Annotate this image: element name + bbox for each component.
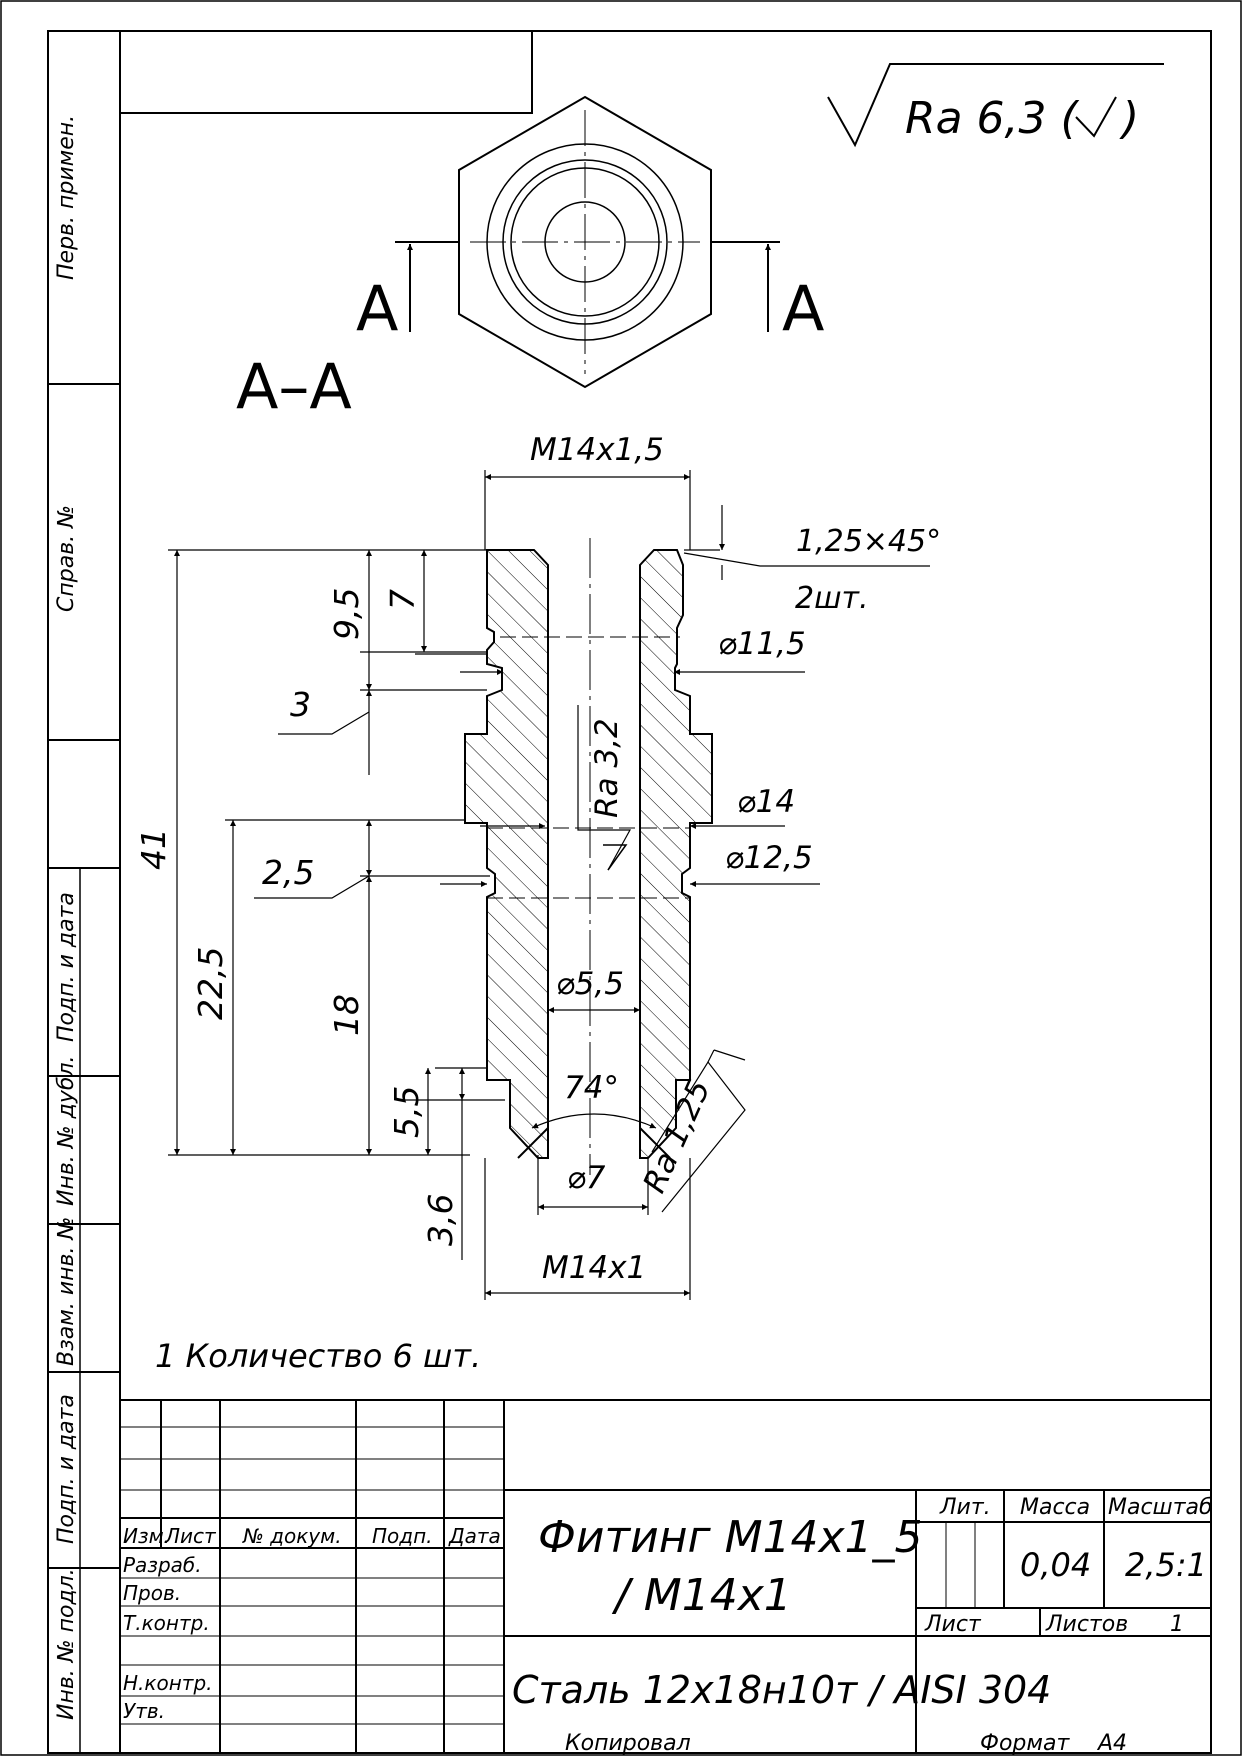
tb-role-nkontr: Н.контр. (123, 1671, 213, 1695)
tb-role-tkontr: Т.контр. (123, 1611, 210, 1635)
dim-l-9-5: 9,5 (327, 588, 366, 640)
dim-ra-bore: Ra 3,2 (589, 718, 625, 818)
side-label-vzam-inv: Взам. инв. № (54, 1217, 79, 1366)
quantity-note: 1 Количество 6 шт. (155, 1337, 481, 1375)
dim-l-5-5: 5,5 (387, 1086, 426, 1138)
tb-sheets-label: Листов (1045, 1612, 1128, 1637)
dim-d7: ⌀7 (567, 1160, 606, 1196)
thread-hidden-lines (487, 636, 690, 899)
tb-sheets-value: 1 (1170, 1612, 1184, 1637)
section-left-half (464, 549, 549, 1159)
tb-header-list: Лист (164, 1524, 217, 1548)
dim-d14: ⌀14 (737, 784, 795, 820)
dim-angle: 74° (564, 1070, 619, 1106)
title-block-grid (120, 1399, 1211, 1753)
side-label-inv-dubl: Инв. № дубл. (54, 1055, 79, 1206)
tb-mass-value: 0,04 (1020, 1546, 1091, 1584)
tb-role-prov: Пров. (123, 1581, 181, 1605)
tb-scale-value: 2,5:1 (1125, 1546, 1207, 1584)
dim-thread-bottom: M14x1 (542, 1250, 646, 1286)
tb-lit-label: Лит. (939, 1495, 991, 1520)
footer-format-value: A4 (1096, 1731, 1127, 1756)
general-roughness-text: Ra 6,3 ( (905, 93, 1079, 144)
dim-l-7: 7 (383, 589, 422, 610)
tb-header-doc: № докум. (242, 1524, 342, 1548)
general-roughness-close: ) (1119, 93, 1139, 144)
side-label-sprav-no: Справ. № (54, 505, 79, 612)
tb-header-izm: Изм. (123, 1524, 170, 1548)
tb-header-data: Дата (448, 1524, 501, 1548)
side-label-podp-data-2: Подп. и дата (54, 1394, 79, 1544)
tb-scale-label: Масштаб (1108, 1495, 1213, 1520)
tb-role-utv: Утв. (123, 1699, 165, 1723)
dim-l-2-5: 2,5 (262, 853, 314, 892)
footer-format-label: Формат (980, 1731, 1070, 1756)
dim-d11-5: ⌀11,5 (718, 626, 806, 662)
side-label-perv-primen: Перв. примен. (54, 115, 79, 280)
side-label-inv-podl: Инв. № подл. (54, 1568, 79, 1720)
material: Сталь 12х18н10т / AISI 304 (512, 1668, 1051, 1712)
dim-l-22-5: 22,5 (191, 947, 230, 1020)
dim-d5-5: ⌀5,5 (556, 966, 624, 1002)
side-label-podp-data-1: Подп. и дата (54, 892, 79, 1042)
dim-d12-5: ⌀12,5 (725, 840, 813, 876)
dim-l-3: 3 (290, 685, 311, 724)
section-right-half (639, 549, 713, 1159)
footer-copied: Копировал (565, 1731, 691, 1756)
dim-chamfer: 1,25×45° (796, 524, 941, 559)
tb-sheet-label: Лист (924, 1612, 982, 1637)
dim-l-3-6: 3,6 (421, 1194, 460, 1246)
bore (517, 565, 671, 1159)
part-name-line1: Фитинг М14х1_5 (538, 1512, 923, 1563)
dim-l-18: 18 (327, 994, 366, 1036)
section-mark-right: A (782, 272, 824, 345)
section-title: A–A (236, 350, 352, 423)
tb-header-podp: Подп. (372, 1524, 433, 1548)
tb-role-razrab: Разраб. (123, 1553, 202, 1577)
part-name-line2: / М14х1 (611, 1570, 792, 1621)
dim-thread-top: M14x1,5 (530, 432, 664, 468)
general-roughness-symbol (827, 63, 1164, 148)
dim-chamfer-count: 2шт. (795, 581, 869, 616)
dimension-lines (168, 470, 930, 1300)
dim-l-41: 41 (134, 828, 173, 870)
hex-top-view (395, 95, 780, 389)
tb-mass-label: Масса (1020, 1495, 1090, 1520)
section-mark-left: A (356, 272, 398, 345)
